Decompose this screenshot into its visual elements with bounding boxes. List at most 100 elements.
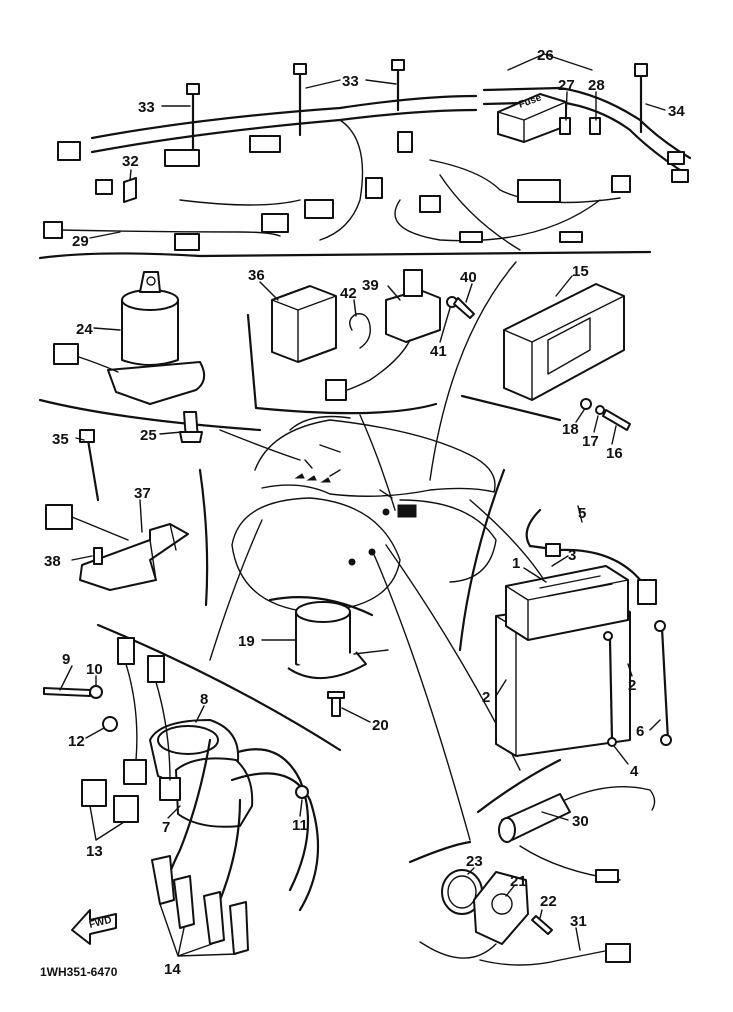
divider-battery <box>458 468 506 652</box>
bike-detail <box>304 444 393 499</box>
main-switch <box>53 271 206 443</box>
connector <box>261 213 289 233</box>
band-head <box>186 83 200 95</box>
leader-41 <box>439 307 451 343</box>
plug-lead <box>230 772 320 912</box>
leader-36 <box>259 281 279 301</box>
harness-branch-bottom <box>59 229 281 237</box>
callout-5: 5 <box>578 505 586 522</box>
callout-23: 23 <box>466 853 483 870</box>
bike-engine <box>231 497 401 613</box>
sensor-face <box>498 817 516 843</box>
callout-labels: 26 27 28 34 33 33 32 29 24 25 35 37 38 3… <box>44 47 685 978</box>
coil-connector <box>117 637 135 665</box>
plug-cap-14 <box>151 855 175 905</box>
switch-connector <box>53 343 79 365</box>
connector <box>57 141 81 161</box>
callout-14: 14 <box>164 961 181 978</box>
bolt-16 <box>602 409 631 431</box>
divider-regulator <box>268 596 374 617</box>
sensor-30 <box>498 786 656 883</box>
callout-24: 24 <box>76 321 93 338</box>
connector <box>611 175 631 193</box>
divider-ecu <box>460 394 562 422</box>
igniter-body <box>503 283 625 401</box>
connector <box>304 199 334 219</box>
leader-33 <box>365 79 397 85</box>
leader-3 <box>551 555 569 567</box>
connector <box>365 177 383 199</box>
switch-wire <box>75 355 119 373</box>
harness-branch-loop <box>394 199 601 242</box>
harness-right-lower <box>482 100 682 172</box>
leader-4 <box>613 745 629 765</box>
callout-39: 39 <box>362 277 379 294</box>
callout-38: 38 <box>44 553 61 570</box>
cable-tie-35 <box>79 429 100 502</box>
bike-marker <box>348 558 356 566</box>
leader-40 <box>465 283 473 303</box>
callout-30: 30 <box>572 813 589 830</box>
callout-28: 28 <box>588 77 605 94</box>
connector <box>43 221 63 239</box>
leader-39 <box>387 285 401 301</box>
relay-36-edges <box>271 295 337 363</box>
callout-25: 25 <box>140 427 157 444</box>
connector <box>95 179 113 195</box>
divider-sensor <box>476 758 562 814</box>
tie-strap <box>86 438 100 502</box>
connector <box>459 231 483 243</box>
harness-main-upper <box>90 94 478 140</box>
relay-36 <box>271 285 337 363</box>
leader-coil <box>209 519 263 661</box>
callout-33-b: 33 <box>342 73 359 90</box>
bolt-9 <box>43 687 91 697</box>
leader-29 <box>89 231 121 239</box>
key-hole <box>146 276 156 286</box>
band-head <box>293 63 307 75</box>
callout-26: 26 <box>537 47 554 64</box>
leader-38 <box>71 555 93 561</box>
leader-22 <box>539 909 543 919</box>
leader-23 <box>467 867 475 875</box>
leader-6 <box>649 719 661 731</box>
cable-6-end <box>654 620 666 632</box>
regulator-flange <box>287 651 367 679</box>
leader-42 <box>353 299 357 317</box>
bike-marker <box>368 548 376 556</box>
leader-20 <box>341 707 371 723</box>
callout-17: 17 <box>582 433 599 450</box>
connector-wire <box>71 516 129 541</box>
washer-18 <box>580 398 592 410</box>
leader-17 <box>593 415 599 433</box>
bolt-25-head <box>179 431 203 443</box>
callout-2-a: 2 <box>482 689 490 706</box>
lead-31 <box>479 949 611 966</box>
plug-cap-14 <box>173 875 195 929</box>
connector <box>419 195 441 213</box>
leader-2 <box>627 663 633 677</box>
leader-5 <box>577 505 583 523</box>
callout-20: 20 <box>372 717 389 734</box>
callout-leaders <box>59 53 666 957</box>
cover-13 <box>113 795 139 823</box>
connector <box>671 169 689 183</box>
plug-cap-14 <box>203 891 225 945</box>
relay-39-tab <box>403 269 423 297</box>
leader-21 <box>505 885 515 897</box>
leader-35 <box>75 437 85 441</box>
plug-cap-14 <box>229 901 249 955</box>
leader-26 <box>507 53 593 71</box>
callout-15: 15 <box>572 263 589 280</box>
callout-2-b: 2 <box>628 677 636 694</box>
plug-lead <box>236 748 310 892</box>
band-head <box>634 63 648 77</box>
coil-wires <box>125 663 171 781</box>
bike-connectors <box>294 473 331 483</box>
callout-16: 16 <box>606 445 623 462</box>
callout-19: 19 <box>238 633 255 650</box>
pickup-wire <box>419 941 497 959</box>
leader-31 <box>575 927 581 951</box>
leader-25 <box>159 431 183 435</box>
